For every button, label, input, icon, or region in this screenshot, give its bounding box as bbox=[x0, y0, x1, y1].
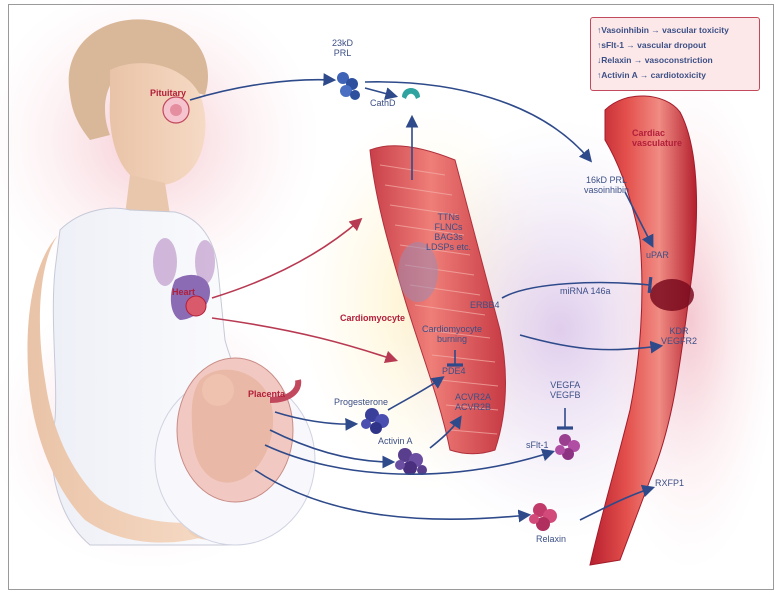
label-cardiac-vasculature: Cardiac vasculature bbox=[632, 128, 682, 148]
label-upar: uPAR bbox=[646, 250, 669, 260]
label-heart: Heart bbox=[172, 287, 195, 297]
label-kdr: KDR VEGFR2 bbox=[661, 326, 697, 346]
label-cathd: CathD bbox=[370, 98, 396, 108]
legend-item-vasoinhibin: ↑Vasoinhibin → vascular toxicity bbox=[597, 23, 753, 38]
label-rxfp1: RXFP1 bbox=[655, 478, 684, 488]
label-progesterone: Progesterone bbox=[334, 397, 388, 407]
figure-border bbox=[8, 4, 774, 590]
label-sflt: sFlt-1 bbox=[526, 440, 549, 450]
legend: ↑Vasoinhibin → vascular toxicity ↑sFlt-1… bbox=[590, 17, 760, 91]
label-mirna: miRNA 146a bbox=[560, 286, 611, 296]
label-erbb4: ERBB4 bbox=[470, 300, 500, 310]
legend-item-relaxin: ↓Relaxin → vasoconstriction bbox=[597, 53, 753, 68]
label-cardiomyocyte: Cardiomyocyte bbox=[340, 313, 405, 323]
label-vasoinhibin: 16kD PRL vasoinhibin bbox=[584, 175, 629, 195]
label-relaxin: Relaxin bbox=[536, 534, 566, 544]
label-prl: 23kD PRL bbox=[332, 38, 353, 58]
label-acvr: ACVR2A ACVR2B bbox=[455, 392, 491, 412]
legend-item-sflt: ↑sFlt-1 → vascular dropout bbox=[597, 38, 753, 53]
label-cardiomyocyte-burning: Cardiomyocyte burning bbox=[422, 324, 482, 344]
label-activin: Activin A bbox=[378, 436, 413, 446]
label-pde: PDE4 bbox=[442, 366, 466, 376]
label-genes: TTNs FLNCs BAG3s LDSPs etc. bbox=[426, 212, 471, 252]
label-pituitary: Pituitary bbox=[150, 88, 186, 98]
label-placenta: Placenta bbox=[248, 389, 285, 399]
legend-item-activin: ↑Activin A → cardiotoxicity bbox=[597, 68, 753, 83]
label-vegf: VEGFA VEGFB bbox=[550, 380, 581, 400]
